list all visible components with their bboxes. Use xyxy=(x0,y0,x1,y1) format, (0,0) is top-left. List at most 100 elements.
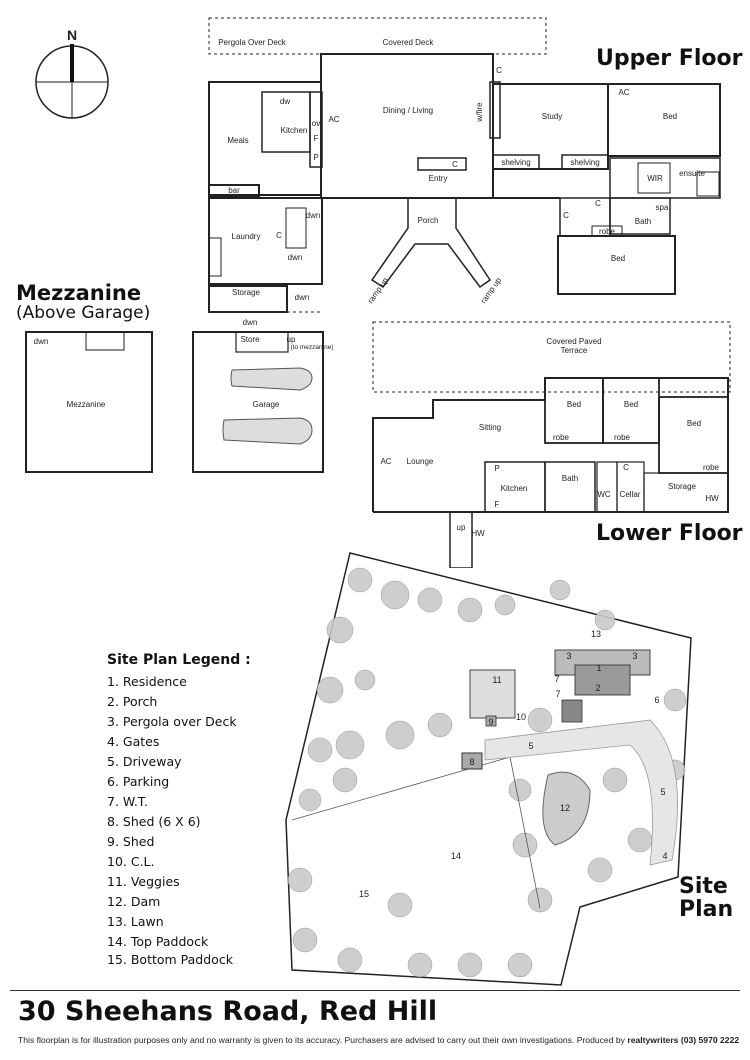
label-shelving-2: shelving xyxy=(570,158,599,167)
label-bed-lower-3: Bed xyxy=(687,419,701,428)
label-dwn-mezzanine: dwn xyxy=(34,337,49,346)
label-pantry-lower: P xyxy=(494,464,499,473)
label-mezzanine-room: Mezzanine xyxy=(67,400,106,409)
label-c-hall: C xyxy=(563,211,569,220)
label-ramp-up-left: ramp up xyxy=(366,276,391,306)
label-fridge-lower: F xyxy=(495,500,500,509)
label-robe-lower-1: robe xyxy=(553,433,570,442)
label-robe-lower-2: robe xyxy=(614,433,631,442)
legend-item: 12. Dam xyxy=(107,894,161,909)
label-dwn-1: dwn xyxy=(306,211,321,220)
label-dwn-3: dwn xyxy=(295,293,310,302)
disclaimer-body: This floorplan is for illustration purpo… xyxy=(18,1035,628,1045)
label-cellar: Cellar xyxy=(620,490,641,499)
legend-item: 15. Bottom Paddock xyxy=(107,952,233,967)
legend-item: 7. W.T. xyxy=(107,794,148,809)
site-plan-heading-line2: Plan xyxy=(679,897,734,922)
label-wir: WIR xyxy=(647,174,663,183)
label-ramp-up-right: ramp up xyxy=(479,276,504,306)
site-label-7b: 7 xyxy=(555,689,560,699)
site-label-14: 14 xyxy=(451,851,461,861)
label-dwn-2: dwn xyxy=(288,253,303,262)
lower-floor-plan: Covered Paved Terrace Bed Bed Bed robe r… xyxy=(372,321,731,568)
upper-floor-heading: Upper Floor xyxy=(596,46,743,71)
label-dwn-garage: dwn xyxy=(243,318,258,327)
label-sitting: Sitting xyxy=(479,423,501,432)
label-shelving-1: shelving xyxy=(501,158,530,167)
site-label-2: 2 xyxy=(595,683,600,693)
label-entry: Entry xyxy=(429,174,448,183)
label-storage-lower: Storage xyxy=(668,482,697,491)
legend-item: 6. Parking xyxy=(107,774,170,789)
label-bar: bar xyxy=(228,186,240,195)
label-dining-living: Dining / Living xyxy=(383,106,433,115)
label-covered-paved-1: Covered Paved xyxy=(546,337,601,346)
label-c-laundry: C xyxy=(276,231,282,240)
site-label-3a: 3 xyxy=(566,651,571,661)
site-plan: 1 2 3 3 4 5 5 6 7 7 8 9 10 11 12 13 14 1… xyxy=(285,552,692,986)
site-label-4: 4 xyxy=(662,851,667,861)
label-fridge: F xyxy=(314,134,319,143)
legend-item: 11. Veggies xyxy=(107,874,180,889)
label-pantry: P xyxy=(313,153,318,162)
label-spa: spa xyxy=(656,203,669,212)
label-ac-bed: AC xyxy=(618,88,629,97)
label-meals: Meals xyxy=(227,136,248,145)
site-label-7a: 7 xyxy=(554,674,559,684)
site-label-6: 6 xyxy=(654,695,659,705)
site-label-1: 1 xyxy=(596,663,601,673)
label-bath-upper: Bath xyxy=(635,217,651,226)
compass-icon: N xyxy=(35,27,109,119)
label-c-bath: C xyxy=(595,199,601,208)
mezzanine-subheading: (Above Garage) xyxy=(16,303,151,323)
legend-item: 13. Lawn xyxy=(107,914,164,929)
legend-item: 8. Shed (6 X 6) xyxy=(107,814,201,829)
site-label-13: 13 xyxy=(591,629,601,639)
site-label-8: 8 xyxy=(469,757,474,767)
site-label-5a: 5 xyxy=(528,741,533,751)
label-covered-paved-2: Terrace xyxy=(561,346,588,355)
label-ac-lower: AC xyxy=(380,457,391,466)
label-study: Study xyxy=(542,112,562,121)
label-lounge: Lounge xyxy=(407,457,434,466)
label-bed-lower-1: Bed xyxy=(567,400,581,409)
site-label-5b: 5 xyxy=(660,787,665,797)
site-label-9: 9 xyxy=(488,717,493,727)
mezzanine-heading: Mezzanine xyxy=(16,281,142,305)
label-to-mezzanine: (to mezzanine) xyxy=(291,344,334,351)
label-porch: Porch xyxy=(418,216,439,225)
label-pergola-over-deck: Pergola Over Deck xyxy=(218,38,287,47)
site-label-3b: 3 xyxy=(632,651,637,661)
label-up-lower: up xyxy=(457,523,466,532)
label-ac-upper: AC xyxy=(328,115,339,124)
label-hw-1: HW xyxy=(705,494,719,503)
label-robe-upper: robe xyxy=(599,227,616,236)
garage-and-mezzanine-plan: Garage Store up (to mezzanine) dwn dwn M… xyxy=(25,318,334,473)
label-c-entry: C xyxy=(452,160,458,169)
site-plan-heading-line1: Site xyxy=(679,874,728,899)
label-bed-lower-2: Bed xyxy=(624,400,638,409)
site-label-11: 11 xyxy=(492,675,501,685)
site-label-12: 12 xyxy=(560,803,570,813)
legend-item: 10. C.L. xyxy=(107,854,155,869)
lower-floor-heading: Lower Floor xyxy=(596,521,743,546)
label-ov: ov xyxy=(312,119,320,128)
label-kitchen-lower: Kitchen xyxy=(501,484,528,493)
site-label-15: 15 xyxy=(359,889,369,899)
disclaimer-text: This floorplan is for illustration purpo… xyxy=(18,1035,739,1045)
legend-item: 1. Residence xyxy=(107,674,187,689)
label-covered-deck: Covered Deck xyxy=(383,38,435,47)
legend-item: 5. Driveway xyxy=(107,754,182,769)
label-up-garage: up xyxy=(287,335,296,344)
producer-credit: realtywriters (03) 5970 2222 xyxy=(627,1035,740,1045)
legend-item: 4. Gates xyxy=(107,734,160,749)
label-dw: dw xyxy=(280,97,290,106)
legend-item: 9. Shed xyxy=(107,834,155,849)
label-bed-upper-2: Bed xyxy=(611,254,625,263)
upper-floor-plan: Pergola Over Deck Covered Deck Meals Kit… xyxy=(208,17,721,313)
label-c-deck: C xyxy=(496,66,502,75)
label-ensuite: ensuite xyxy=(679,169,705,178)
site-label-10: 10 xyxy=(516,712,526,722)
label-garage: Garage xyxy=(253,400,280,409)
legend-title: Site Plan Legend : xyxy=(107,652,251,668)
